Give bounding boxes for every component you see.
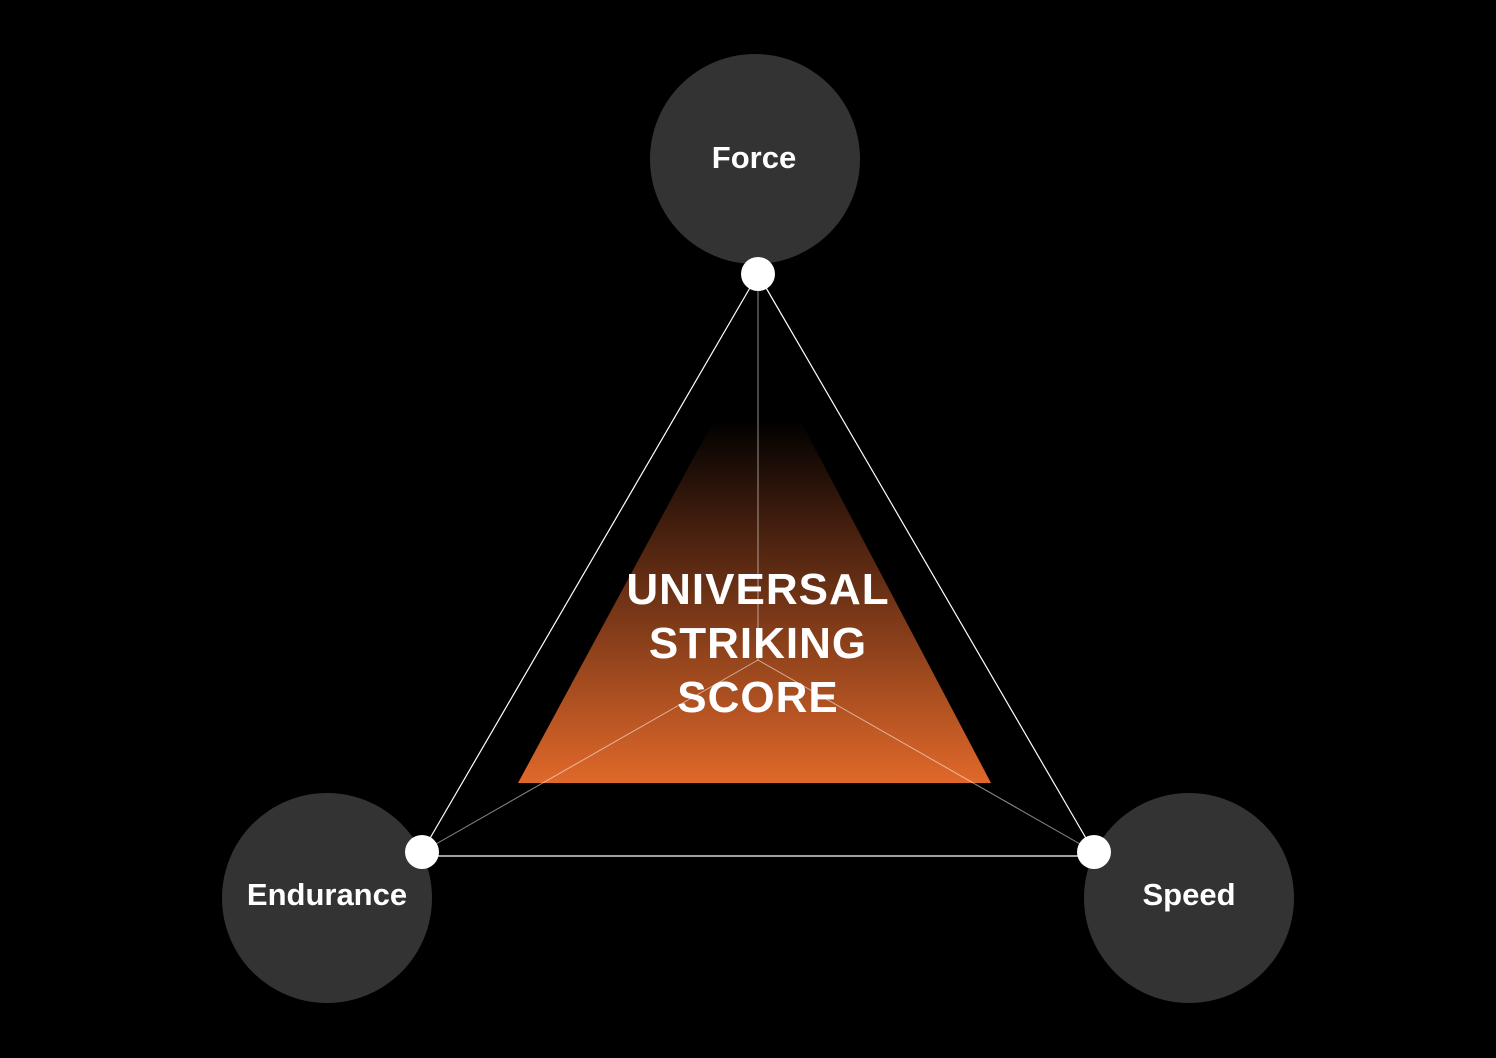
node-endurance-circle <box>222 793 432 1003</box>
spoke-left <box>421 659 759 853</box>
edge-top-left <box>421 273 759 853</box>
connector-dot-left <box>405 835 439 869</box>
inner-spokes <box>421 274 1095 853</box>
node-speed-label: Speed <box>1142 877 1235 912</box>
connector-dot-top <box>741 257 775 291</box>
node-endurance-label: Endurance <box>247 877 407 912</box>
node-force-circle <box>650 54 860 264</box>
node-force-label: Force <box>712 140 796 175</box>
node-endurance: Endurance <box>222 793 432 1003</box>
triangle-edges <box>421 273 1095 857</box>
edge-top-right <box>757 273 1095 853</box>
spoke-right <box>757 659 1095 853</box>
node-speed: Speed <box>1084 793 1294 1003</box>
center-title-line-3: SCORE <box>677 673 838 722</box>
connector-dot-right <box>1077 835 1111 869</box>
center-title-line-1: UNIVERSAL <box>626 565 889 614</box>
node-force: Force <box>650 54 860 264</box>
center-title-line-2: STRIKING <box>649 619 867 668</box>
node-speed-circle <box>1084 793 1294 1003</box>
score-gradient-shape <box>518 420 991 783</box>
center-title: UNIVERSAL STRIKING SCORE <box>626 565 889 722</box>
